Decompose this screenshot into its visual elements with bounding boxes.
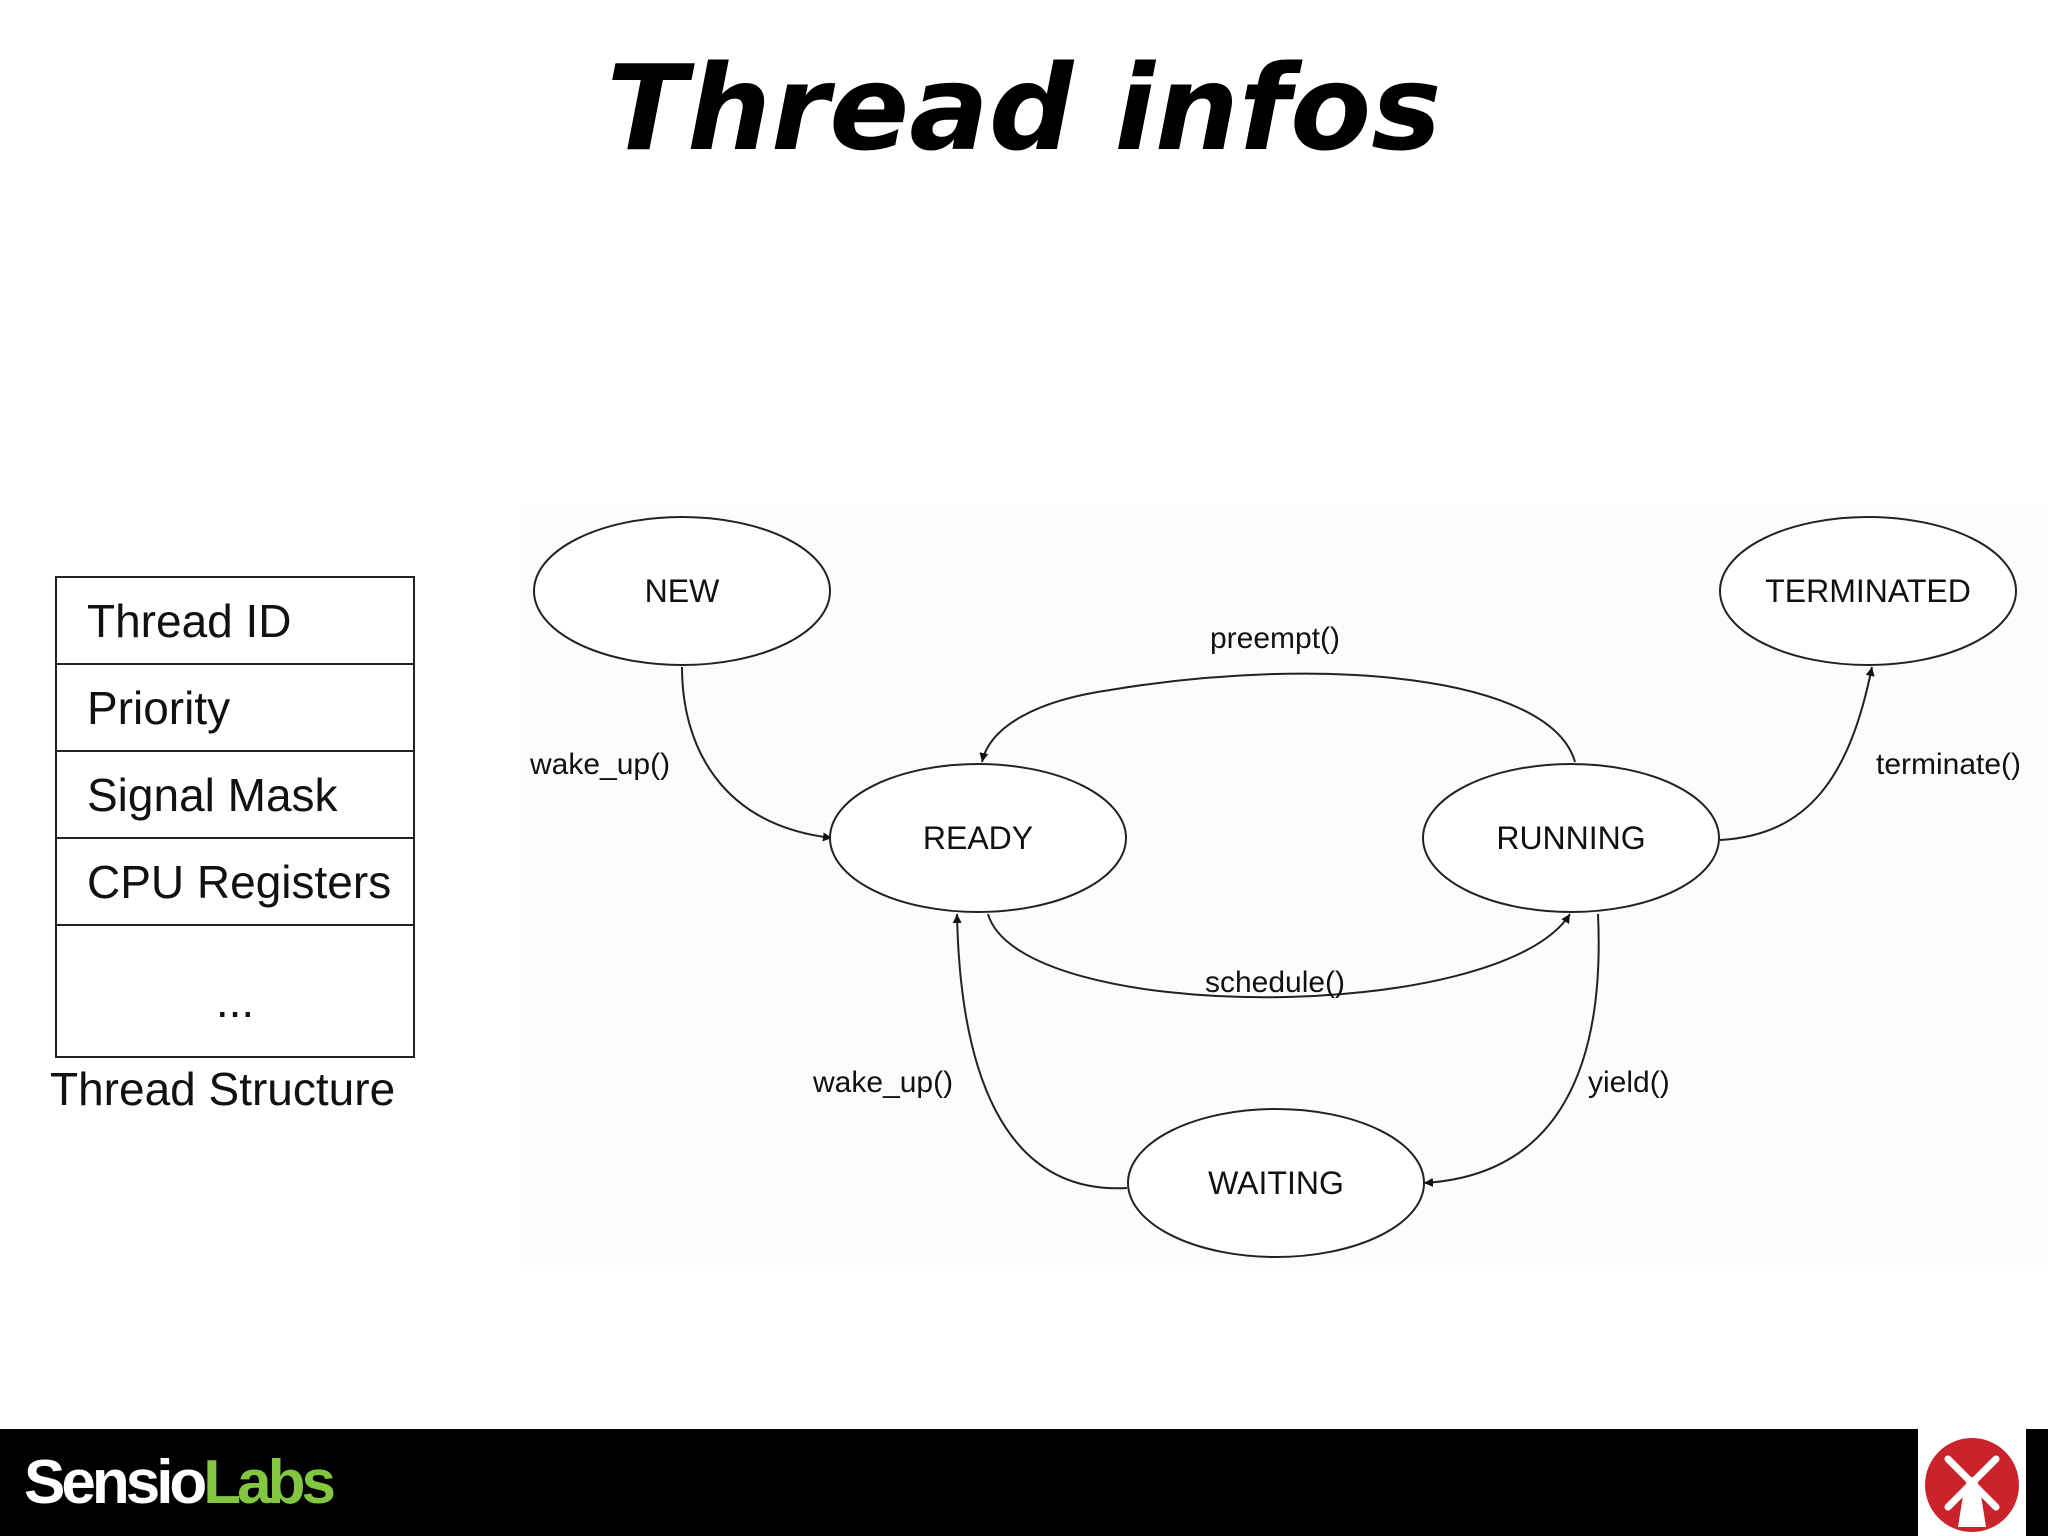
slide-title: Thread infos bbox=[606, 39, 1442, 177]
edge-running-to-ready bbox=[979, 672, 1576, 763]
footer-bar: SensioLabs bbox=[0, 1429, 2048, 1536]
windmill-logo-icon bbox=[1918, 1429, 2026, 1536]
struct-row-priority: Priority bbox=[57, 665, 413, 752]
struct-row-signal-mask: Signal Mask bbox=[57, 752, 413, 839]
thread-structure-caption: Thread Structure bbox=[50, 1063, 396, 1115]
edge-running-to-terminated bbox=[1719, 666, 1875, 841]
state-new-node bbox=[533, 516, 831, 666]
struct-row-thread-id: Thread ID bbox=[57, 578, 413, 665]
edge-label-wake-up-new: wake_up() bbox=[529, 748, 670, 781]
edge-label-yield: yield() bbox=[1588, 1066, 1670, 1099]
state-waiting-node bbox=[1127, 1108, 1425, 1258]
state-terminated-node bbox=[1719, 516, 2017, 666]
edge-ready-to-running bbox=[987, 913, 1571, 999]
edge-label-preempt: preempt() bbox=[1210, 622, 1340, 655]
edge-waiting-to-ready bbox=[952, 913, 1128, 1190]
thread-structure-table: Thread ID Priority Signal Mask CPU Regis… bbox=[55, 576, 415, 1058]
sensiolabs-logo-text: SensioLabs bbox=[24, 1447, 336, 1519]
state-running-node bbox=[1422, 763, 1720, 913]
edge-new-to-ready bbox=[681, 666, 833, 842]
edge-label-terminate: terminate() bbox=[1876, 748, 2021, 781]
edge-label-schedule: schedule() bbox=[1205, 966, 1345, 999]
state-ready-label: READY bbox=[923, 820, 1033, 856]
brand-text-labs: Labs bbox=[203, 1448, 336, 1517]
edge-running-to-waiting bbox=[1423, 913, 1600, 1187]
state-terminated-label: TERMINATED bbox=[1765, 573, 1971, 609]
brand-text-sensio: Sensio bbox=[24, 1448, 207, 1517]
state-running-label: RUNNING bbox=[1496, 820, 1645, 856]
thread-state-diagram: NEW TERMINATED READY RUNNING WAITING wak… bbox=[520, 505, 2048, 1265]
edge-label-wake-up-waiting: wake_up() bbox=[812, 1066, 953, 1099]
struct-row-cpu-registers: CPU Registers bbox=[57, 839, 413, 926]
struct-row-ellipsis: ... bbox=[215, 975, 255, 1027]
state-waiting-label: WAITING bbox=[1208, 1165, 1344, 1201]
state-ready-node bbox=[829, 763, 1127, 913]
state-new-label: NEW bbox=[645, 573, 720, 609]
